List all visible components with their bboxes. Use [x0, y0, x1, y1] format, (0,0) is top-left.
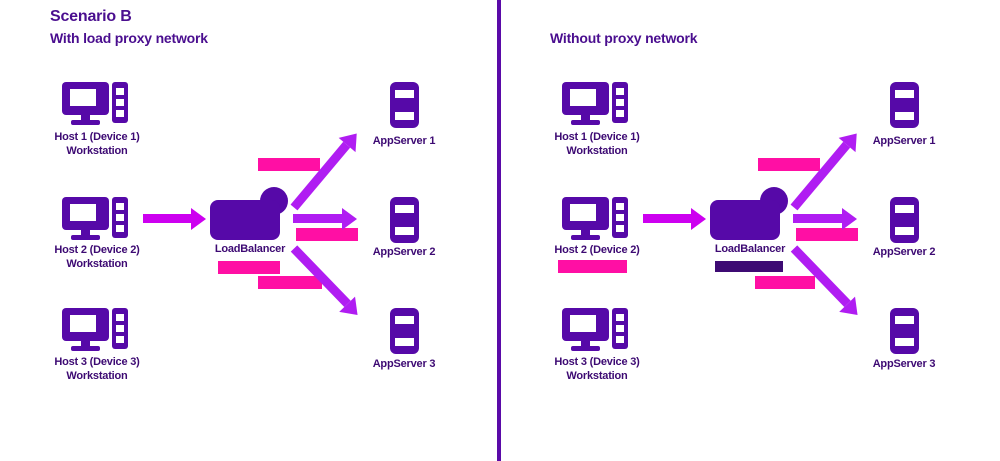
- highlight-bar: [258, 276, 322, 289]
- panel-subtitle: With load proxy network: [50, 30, 208, 46]
- app-server-label: AppServer 3: [872, 358, 936, 370]
- scenario-panel-left: Scenario B With load proxy network Host …: [0, 0, 500, 461]
- workstation-icon: [62, 308, 128, 351]
- workstation-icon: [62, 82, 128, 125]
- workstation-label: Host 3 (Device 3) Workstation: [38, 355, 156, 383]
- app-server-icon: [890, 197, 919, 243]
- workstation-label: Host 2 (Device 2): [538, 243, 656, 257]
- load-balancer-icon: [210, 187, 288, 240]
- highlight-bar: [755, 276, 815, 289]
- panel-subtitle: Without proxy network: [550, 30, 698, 46]
- highlight-bar: [758, 158, 820, 171]
- scenario-panel-right: Without proxy network Host 1 (Device 1) …: [500, 0, 1000, 461]
- app-server-icon: [390, 82, 419, 128]
- app-server-icon: [390, 308, 419, 354]
- highlight-bar: [296, 228, 358, 241]
- input-arrow: [143, 214, 191, 223]
- app-server-icon: [890, 82, 919, 128]
- arrow-to-server-2: [793, 214, 842, 223]
- workstation-label-line1: Host 3 (Device 3): [54, 356, 140, 368]
- workstation-label: Host 1 (Device 1) Workstation: [38, 130, 156, 158]
- workstation-label-line2: Workstation: [66, 258, 128, 270]
- app-server-label: AppServer 1: [372, 135, 436, 147]
- workstation-label: Host 3 (Device 3) Workstation: [538, 355, 656, 383]
- panel-divider: [497, 0, 501, 461]
- highlight-bar-dark: [715, 261, 783, 272]
- load-balancer-label: LoadBalancer: [714, 243, 786, 255]
- highlight-bar: [796, 228, 858, 241]
- arrow-to-server-2: [293, 214, 342, 223]
- workstation-label-line1: Host 1 (Device 1): [54, 131, 140, 143]
- panel-title: Scenario B: [50, 8, 132, 25]
- arrow-to-server-1: [290, 141, 351, 211]
- workstation-label-line1: Host 1 (Device 1): [554, 131, 640, 143]
- workstation-label-line1: Host 2 (Device 2): [54, 244, 140, 256]
- load-balancer-label: LoadBalancer: [214, 243, 286, 255]
- workstation-label-line2: Workstation: [566, 370, 628, 382]
- workstation-label-line1: Host 2 (Device 2): [554, 244, 640, 256]
- app-server-icon: [890, 308, 919, 354]
- input-arrow: [643, 214, 691, 223]
- workstation-label-line2: Workstation: [566, 145, 628, 157]
- workstation-label: Host 2 (Device 2) Workstation: [38, 243, 156, 271]
- highlight-bar: [258, 158, 320, 171]
- workstation-label-line2: Workstation: [66, 145, 128, 157]
- app-server-label: AppServer 3: [372, 358, 436, 370]
- workstation-icon: [62, 197, 128, 240]
- app-server-label: AppServer 1: [872, 135, 936, 147]
- workstation-label-line1: Host 3 (Device 3): [554, 356, 640, 368]
- workstation-label: Host 1 (Device 1) Workstation: [538, 130, 656, 158]
- app-server-label: AppServer 2: [372, 246, 436, 258]
- app-server-label: AppServer 2: [872, 246, 936, 258]
- arrow-to-server-1: [790, 141, 851, 211]
- highlight-bar: [558, 260, 627, 273]
- workstation-label-line2: Workstation: [66, 370, 128, 382]
- workstation-icon: [562, 308, 628, 351]
- workstation-icon: [562, 82, 628, 125]
- workstation-icon: [562, 197, 628, 240]
- app-server-icon: [390, 197, 419, 243]
- load-balancer-icon: [710, 187, 788, 240]
- highlight-bar: [218, 261, 280, 274]
